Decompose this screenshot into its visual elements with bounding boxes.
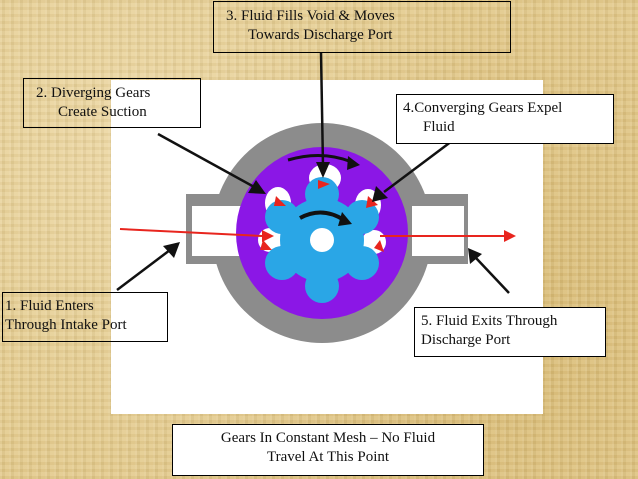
step-2-line-1: 2. Diverging Gears [36, 85, 151, 101]
label-step-2: 2. Diverging Gears Create Suction [23, 78, 201, 128]
step-3-line-1: 3. Fluid Fills Void & Moves [226, 8, 395, 24]
outer-rotation-arrow [287, 153, 353, 164]
pointer-arrows [116, 51, 510, 294]
label-step-3: 3. Fluid Fills Void & Moves Towards Disc… [213, 1, 511, 53]
step-1-line-2: Through Intake Port [5, 317, 127, 333]
gear-shaft-hole [310, 228, 334, 252]
constant-mesh-line-1: Gears In Constant Mesh – No Fluid [220, 430, 436, 446]
step-4-line-2: Fluid [423, 119, 455, 135]
step-4-line-1: 4.Converging Gears Expel [403, 100, 563, 116]
label-step-1: 1. Fluid Enters Through Intake Port [2, 292, 168, 342]
step-5-line-1: 5. Fluid Exits Through [421, 313, 558, 329]
label-constant-mesh: Gears In Constant Mesh – No Fluid Travel… [172, 424, 484, 476]
constant-mesh-line-2: Travel At This Point [266, 449, 390, 465]
step-5-line-2: Discharge Port [421, 332, 511, 348]
step-2-line-2: Create Suction [58, 104, 147, 120]
label-step-5: 5. Fluid Exits Through Discharge Port [414, 307, 606, 357]
step-1-line-1: 1. Fluid Enters [5, 298, 94, 314]
flow-arrows [119, 180, 516, 252]
step-3-line-2: Towards Discharge Port [248, 27, 393, 43]
label-step-4: 4.Converging Gears Expel Fluid [396, 94, 614, 144]
